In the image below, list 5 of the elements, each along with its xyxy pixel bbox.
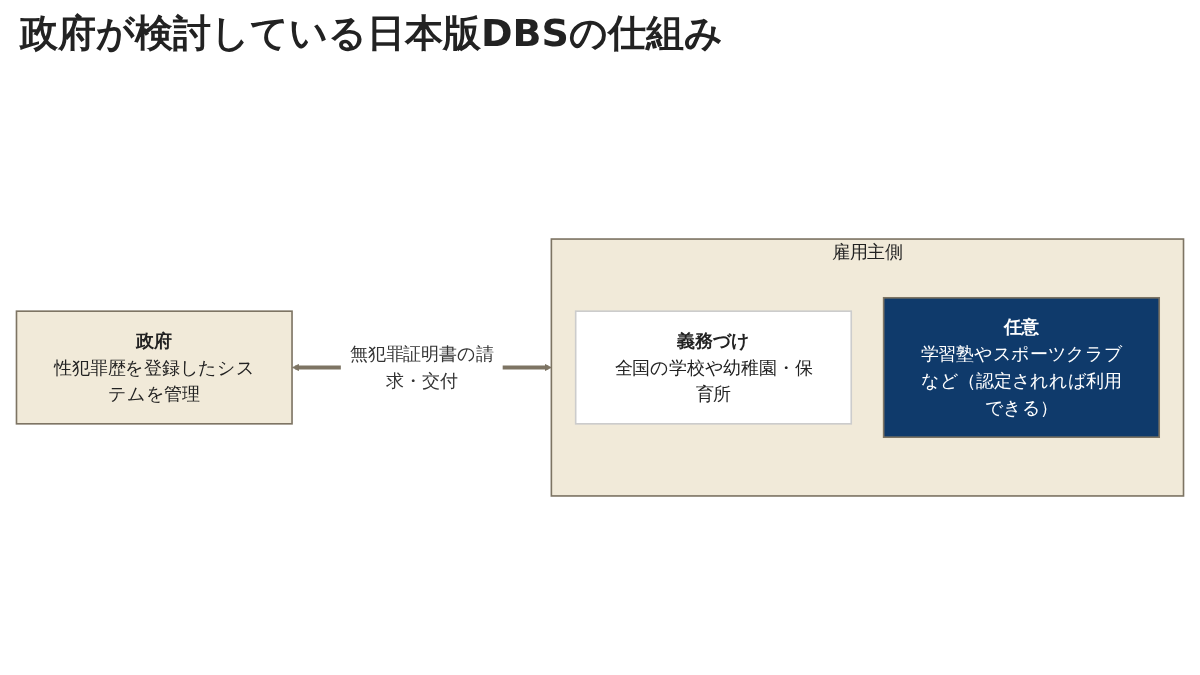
diagram-title: 政府が検討している日本版DBSの仕組み (20, 10, 723, 57)
node-box: 義務づけ 全国の学校や幼稚園・保育所 (574, 310, 853, 425)
node-box: 任意 学習塾やスポーツクラブなど（認定されれば利用できる） (882, 297, 1160, 438)
edge-label: 無犯罪証明書の請求・交付 (349, 344, 494, 391)
node-box: 政府 性犯罪歴を登録したシステムを管理 (15, 310, 293, 425)
